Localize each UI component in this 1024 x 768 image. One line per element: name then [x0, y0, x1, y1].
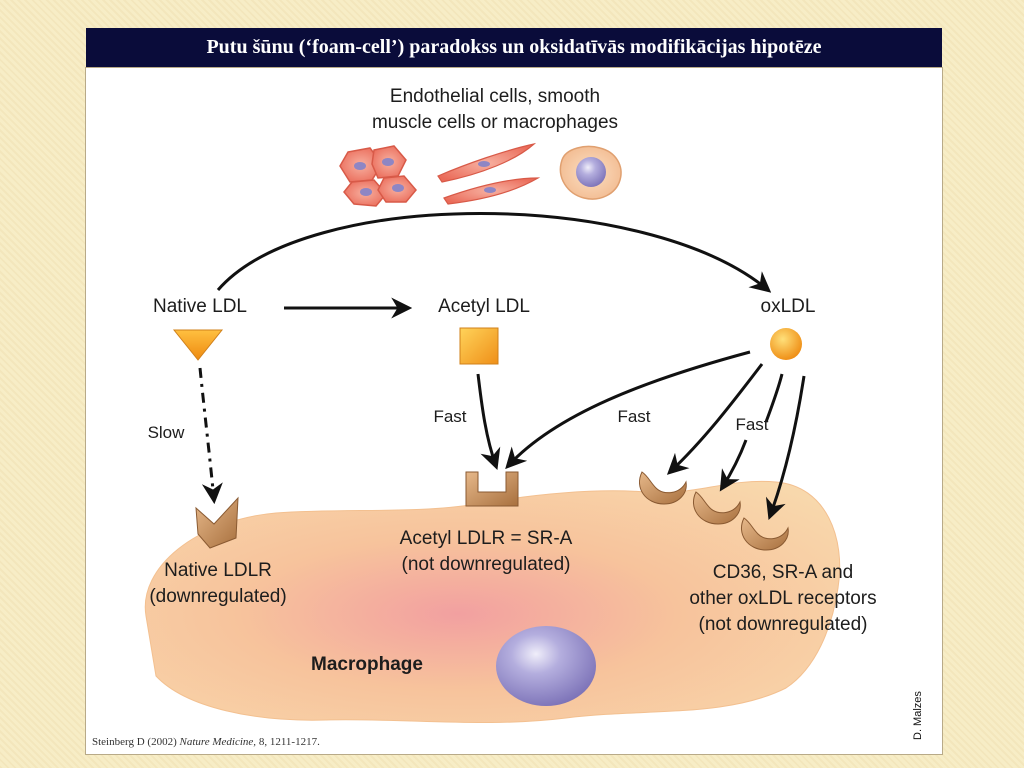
citation-journal: Nature Medicine, [179, 736, 257, 748]
diagram-figure: Endothelial cells, smooth muscle cells o… [86, 68, 942, 754]
acetyl-ldlr-label-line2: (not downregulated) [401, 554, 571, 575]
acetyl-ldl-label: Acetyl LDL [438, 296, 530, 317]
top-cells-label-line1: Endothelial cells, smooth [389, 86, 601, 107]
arrow-oxldl-fast-2 [719, 439, 748, 492]
diagram-canvas [144, 142, 841, 723]
acetyl-ldl-square [459, 327, 499, 365]
cd36-label: CD36, SR-A and other oxLDL receptors (no… [648, 560, 918, 638]
smooth-muscle-cells-icon [437, 142, 541, 205]
top-cells-label: Endothelial cells, smooth muscle cells o… [330, 84, 660, 136]
macrophage-cell-body [144, 480, 841, 723]
cd36-label-line2: other oxLDL receptors [689, 588, 877, 609]
arrow-oxldl-fast-4 [765, 375, 806, 520]
slow-label: Slow [147, 423, 185, 442]
acetyl-ldlr-receptor [465, 471, 519, 507]
arrow-oxldl-fast-1 [666, 363, 764, 475]
citation-authors: Steinberg D (2002) [92, 736, 177, 748]
arrow-oxldl-to-acetyl-receptor [505, 350, 751, 470]
fast-acetyl-label: Fast [433, 407, 467, 426]
oxldl-label: oxLDL [760, 296, 816, 317]
macrophage-nucleus [496, 626, 596, 706]
acetyl-ldlr-label-line1: Acetyl LDLR = SR-A [399, 528, 573, 549]
arrow-acetyl-fast [476, 373, 501, 470]
artist-credit: D. Malzes [912, 691, 924, 740]
cd36-label-line3: (not downregulated) [698, 614, 868, 635]
native-ldlr-label: Native LDLR (downregulated) [128, 558, 308, 610]
acetyl-ldlr-label: Acetyl LDLR = SR-A (not downregulated) [366, 526, 606, 578]
native-ldlr-label-line1: Native LDLR [164, 560, 272, 581]
arrow-native-to-oxldl [216, 212, 772, 293]
top-cells-label-line2: muscle cells or macrophages [371, 112, 619, 133]
native-ldlr-receptor [195, 496, 239, 549]
oxldl-receptors [639, 471, 789, 551]
macrophage-label: Macrophage [311, 654, 423, 675]
slide-title: Putu šūnu (‘foam-cell’) paradokss un oks… [86, 28, 942, 67]
fast-oxldl-label: Fast [735, 415, 769, 434]
arrow-oxldl-fast-3 [764, 373, 784, 423]
fast-middle-label: Fast [617, 407, 651, 426]
native-ldl-triangle [172, 329, 224, 361]
arrow-slow [198, 367, 223, 505]
native-ldlr-label-line2: (downregulated) [149, 586, 287, 607]
small-macrophage-icon [559, 145, 622, 200]
cd36-label-line1: CD36, SR-A and [712, 562, 854, 583]
citation-details: 8, 1211-1217. [258, 736, 320, 748]
citation: Steinberg D (2002) Nature Medicine, 8, 1… [92, 736, 320, 748]
native-ldl-label: Native LDL [153, 296, 247, 317]
endothelial-cells-icon [339, 145, 417, 207]
oxldl-ball [770, 328, 802, 360]
